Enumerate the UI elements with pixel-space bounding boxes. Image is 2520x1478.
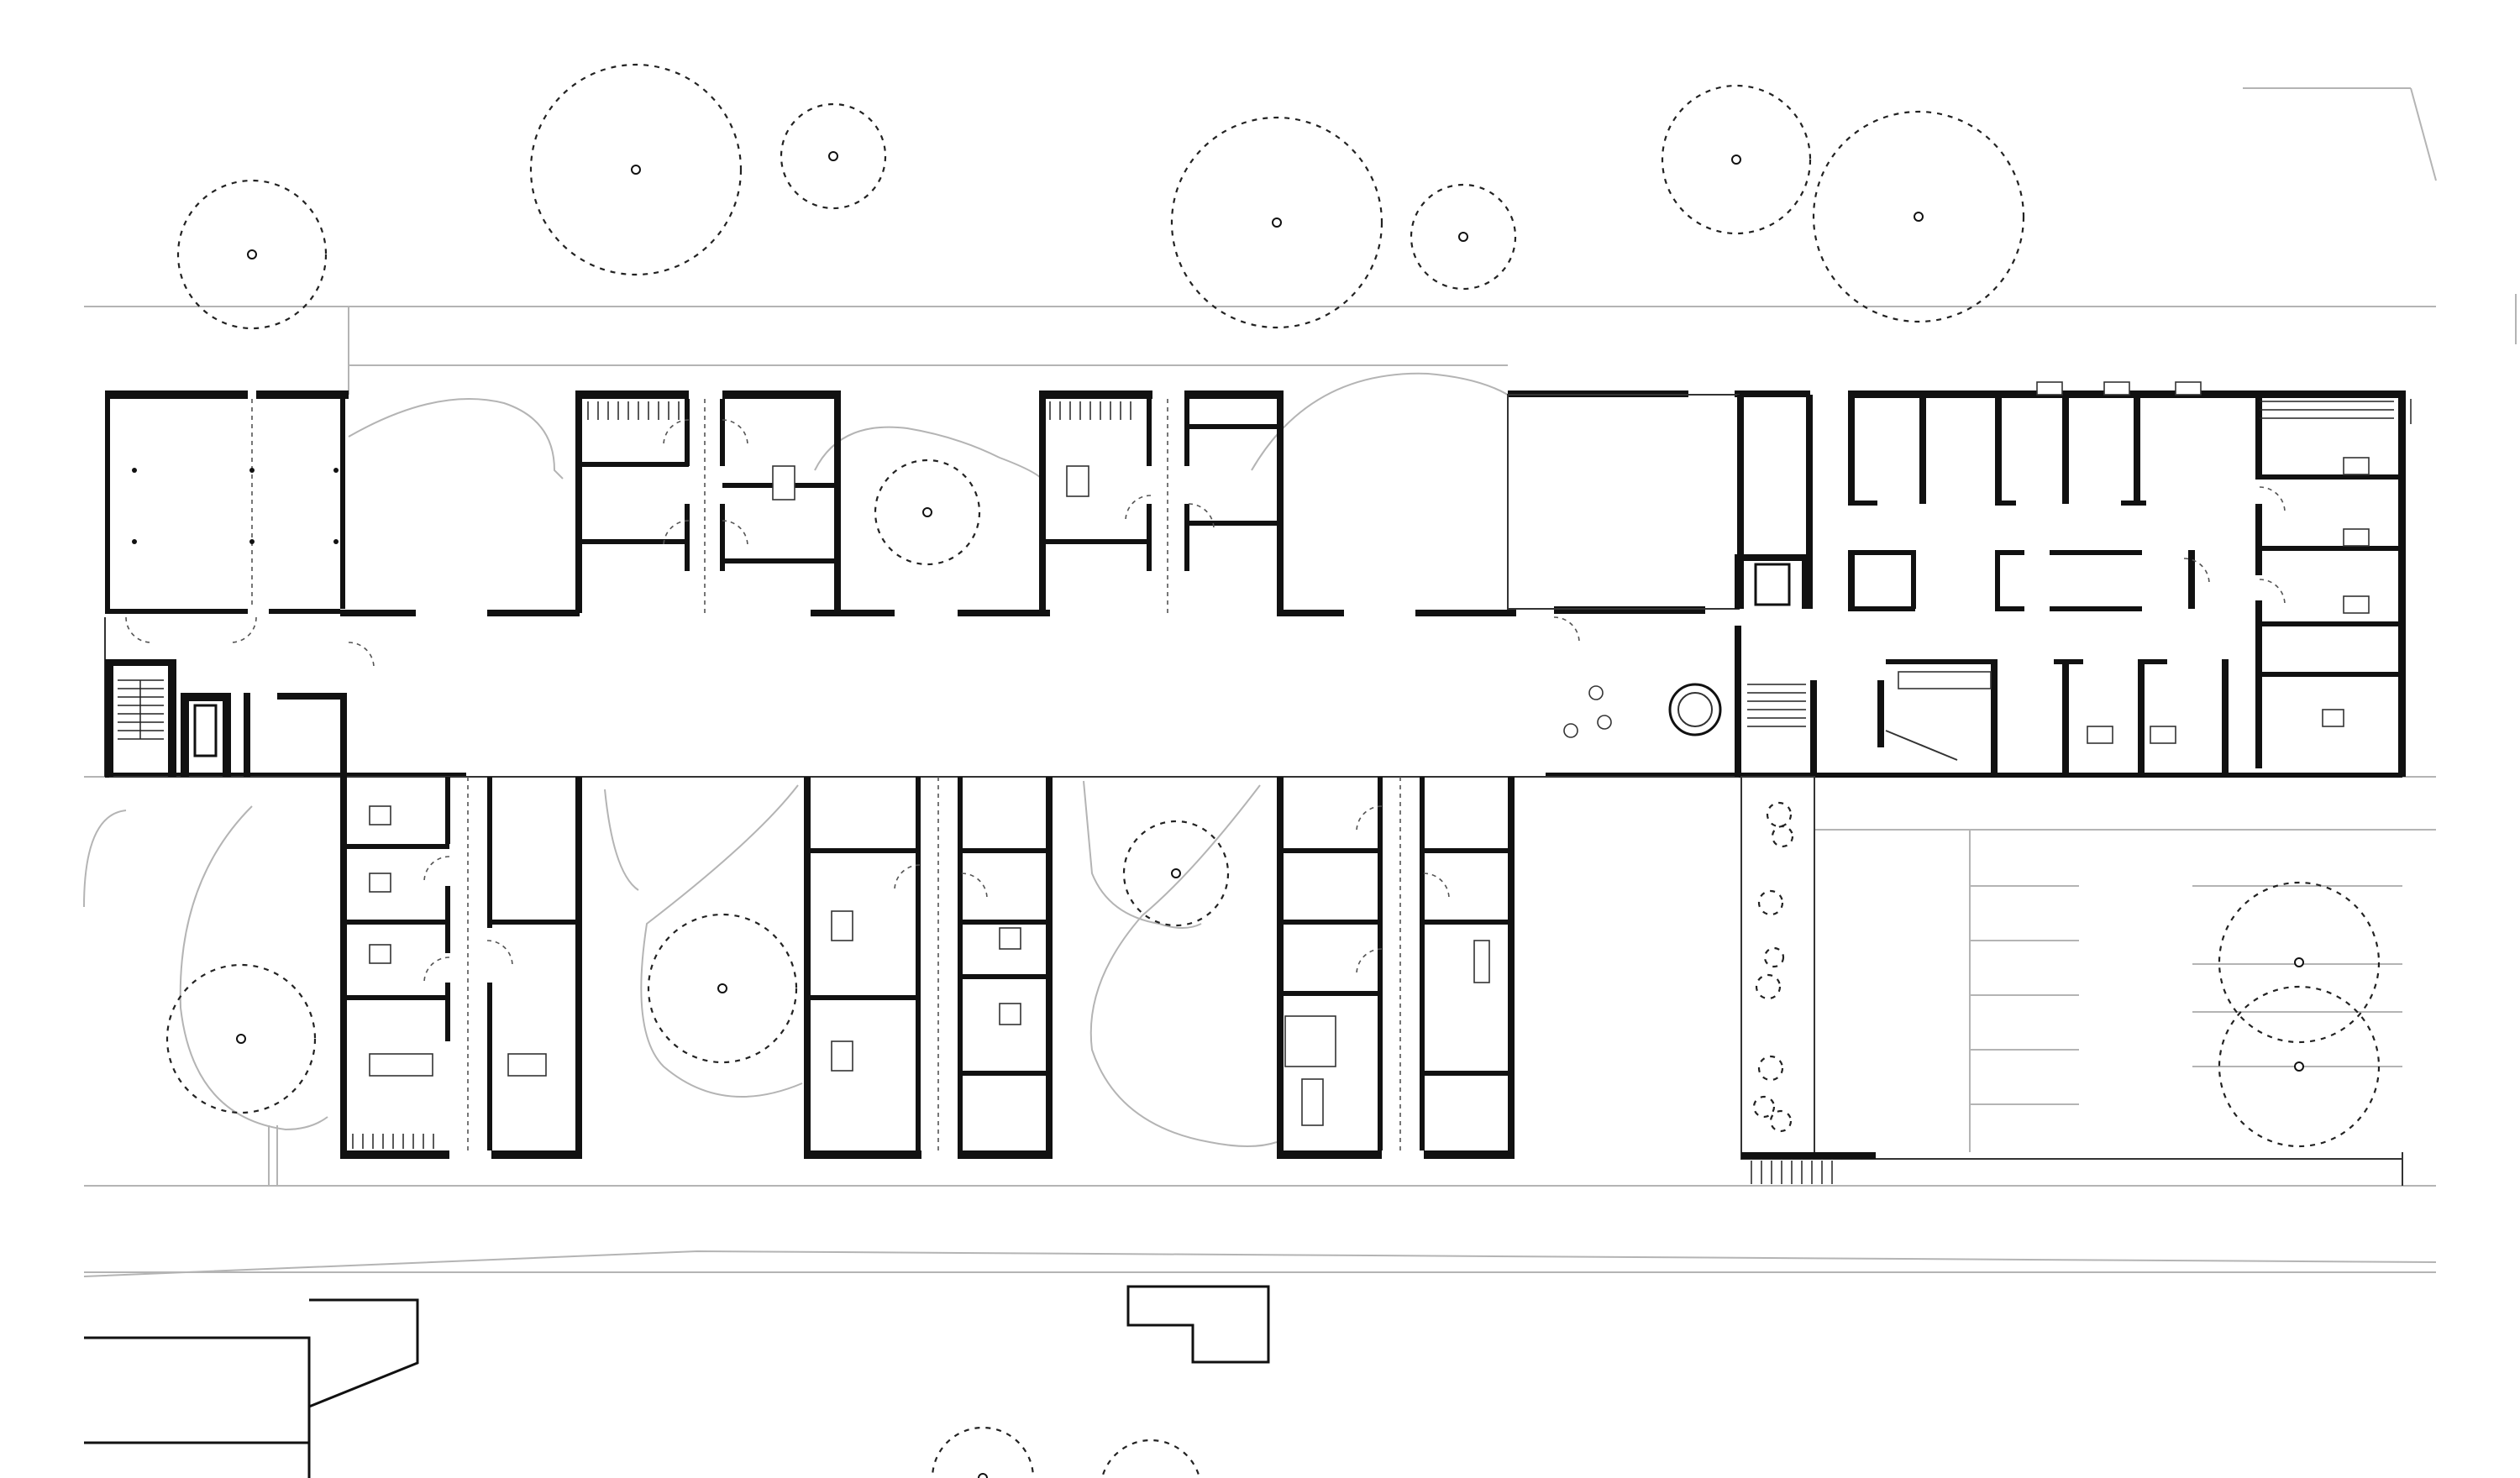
wing-south-1 [340, 777, 582, 1159]
round-feature [1563, 683, 1722, 738]
tree-canopy [874, 459, 981, 566]
tree-canopy [529, 63, 743, 276]
tree-trunk [717, 983, 727, 993]
neighbour-buildings [84, 1285, 1270, 1478]
tree-trunk [1458, 232, 1468, 242]
tree-trunk [1272, 218, 1282, 228]
shrub [1752, 1095, 1776, 1119]
tree-canopy [1661, 84, 1812, 235]
wing-admin [1735, 381, 2412, 778]
tree-canopy [1410, 183, 1517, 291]
tree-canopy [931, 1426, 1035, 1478]
wing-north-2 [575, 390, 841, 613]
stair-block-west [105, 659, 347, 777]
shrub [1757, 1055, 1784, 1082]
tree-trunk [236, 1034, 246, 1044]
tree-canopy [1122, 820, 1230, 927]
wing-south-2 [804, 777, 1053, 1159]
terrace [1740, 776, 2403, 1186]
corridor-band [104, 606, 1739, 778]
tree-trunk [2294, 1061, 2304, 1072]
stair-symbol [587, 401, 680, 420]
tree-trunk [631, 165, 641, 175]
wing-south-3 [1277, 777, 1515, 1159]
shrub [1771, 825, 1794, 848]
tree-canopy [647, 913, 798, 1064]
wing-hall [1507, 390, 1810, 610]
shrub [1769, 1109, 1793, 1133]
tree-trunk [247, 249, 257, 259]
tree-canopy [1170, 116, 1383, 329]
tree-trunk [1731, 155, 1741, 165]
tree-canopy [2218, 985, 2381, 1148]
door-swings [125, 419, 2286, 983]
shrub [1763, 946, 1785, 968]
tree-canopy [2218, 881, 2381, 1044]
site-lines [83, 87, 2517, 1277]
stair-symbol [1049, 401, 1131, 420]
tree-trunk [922, 507, 932, 517]
shrub [1757, 889, 1784, 916]
tree-trunk [828, 151, 838, 161]
tree-canopy [1812, 110, 2025, 323]
tree-trunk [1914, 212, 1924, 222]
tree-canopy [165, 963, 317, 1114]
tree-canopies [165, 63, 2381, 1478]
stair-symbol [1747, 399, 2412, 727]
stair-symbol [1751, 1161, 1833, 1184]
tree-canopy [1100, 1439, 1201, 1478]
tree-trunk [2294, 957, 2304, 967]
building [104, 381, 2412, 1186]
tree-trunk [1171, 868, 1181, 878]
shrub [1766, 801, 1793, 828]
tree-trunk [978, 1473, 988, 1478]
wing-north-3 [1039, 390, 1284, 613]
wing-north-west [105, 390, 349, 614]
stair-symbol [118, 679, 164, 740]
shrubs [1752, 801, 1794, 1133]
shrub [1755, 973, 1782, 1000]
tree-canopy [780, 102, 887, 210]
tree-canopy [176, 179, 328, 330]
stair-symbol [352, 1134, 434, 1149]
